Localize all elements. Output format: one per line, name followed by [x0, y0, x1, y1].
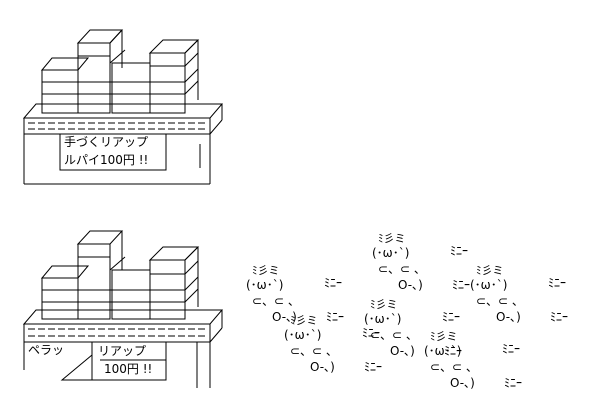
running-cat-1: ﾐ彡ミ (･ω･`) ﾐﾆｰ ⊂、⊂ 、 O-､) ﾐﾆｰ [372, 232, 502, 310]
cat-hair: ﾐ彡ミ [290, 314, 318, 327]
bottom-sign-line1: リアップ [98, 344, 147, 358]
bottom-stall-drawing [22, 230, 224, 388]
running-cat-6: ﾐ彡ミ (･ω･`) ﾐﾆｰ ⊂、⊂ 、 O-､) ﾐﾆｰ [424, 330, 554, 408]
cat-speed-lines: ﾐﾆｰ [548, 276, 567, 290]
top-sign-line1: 手づくリアップ [64, 135, 149, 149]
cat-arms: ⊂、⊂ 、 [370, 328, 418, 342]
cat-arms: ⊂、⊂ 、 [378, 262, 426, 276]
bottom-stall: ペラッ リアップ 100円 !! [0, 220, 240, 420]
cat-speed-lines: ﾐﾆｰ [502, 342, 521, 356]
cat-arms: ⊂、⊂ 、 [430, 360, 478, 374]
cat-trail: ﾐﾆｰ [550, 310, 569, 324]
cat-face: (･ω･`) [424, 344, 462, 358]
cat-feet: O-､) [450, 376, 475, 390]
cat-feet: O-､) [496, 310, 521, 324]
cat-trail: ﾐﾆｰ [444, 344, 463, 358]
peel-sound-text: ペラッ [28, 343, 65, 357]
cat-speed-lines: ﾐﾆｰ [362, 326, 381, 340]
cat-feet: O-､) [272, 310, 297, 324]
top-stall-drawing [22, 29, 224, 185]
cat-face: (･ω･`) [372, 246, 410, 260]
cat-feet: O-､) [398, 278, 423, 292]
running-cat-3: ﾐ彡ミ (･ω･`) ﾐﾆｰ ⊂、⊂ 、 O-､) ﾐﾆｰ [470, 264, 600, 342]
top-stall: 手づくリアップ ルパイ100円 !! [0, 8, 240, 208]
running-cat-4: ﾐ彡ミ (･ω･`) ﾐﾆｰ ⊂、⊂ 、 O-､) ﾐﾆｰ [364, 298, 494, 376]
cat-arms: ⊂、⊂ 、 [252, 294, 300, 308]
cat-speed-lines: ﾐﾆｰ [442, 310, 461, 324]
cat-trail: ﾐﾆｰ [364, 360, 383, 374]
cat-arms: ⊂、⊂ 、 [476, 294, 524, 308]
cat-face: (･ω･`) [364, 312, 402, 326]
cat-trail: ﾐﾆｰ [452, 278, 471, 292]
cat-speed-lines: ﾐﾆｰ [450, 244, 469, 258]
cat-hair: ﾐ彡ミ [476, 264, 504, 277]
running-cat-2: ﾐ彡ミ (･ω･`) ﾐﾆｰ ⊂、⊂ 、 O-､) ﾐﾆｰ [246, 264, 376, 342]
cat-face: (･ω･`) [246, 278, 284, 292]
cat-face: (･ω･`) [470, 278, 508, 292]
cat-feet: O-､) [390, 344, 415, 358]
running-cat-5: ﾐ彡ミ (･ω･`) ﾐﾆｰ ⊂、⊂ 、 O-､) ﾐﾆｰ [284, 314, 414, 392]
cat-face: (･ω･`) [284, 328, 322, 342]
top-sign-line2: ルパイ100円 !! [64, 153, 149, 167]
cat-trail: ﾐﾆｰ [504, 376, 523, 390]
cat-trail: ﾐﾆｰ [326, 310, 345, 324]
cat-speed-lines: ﾐﾆｰ [324, 276, 343, 290]
cat-hair: ﾐ彡ミ [378, 232, 406, 245]
cat-hair: ﾐ彡ミ [430, 330, 458, 343]
cat-hair: ﾐ彡ミ [370, 298, 398, 311]
cat-feet: O-､) [310, 360, 335, 374]
cat-arms: ⊂、⊂ 、 [290, 344, 338, 358]
bottom-sign-line2: 100円 !! [104, 362, 153, 376]
cat-hair: ﾐ彡ミ [252, 264, 280, 277]
